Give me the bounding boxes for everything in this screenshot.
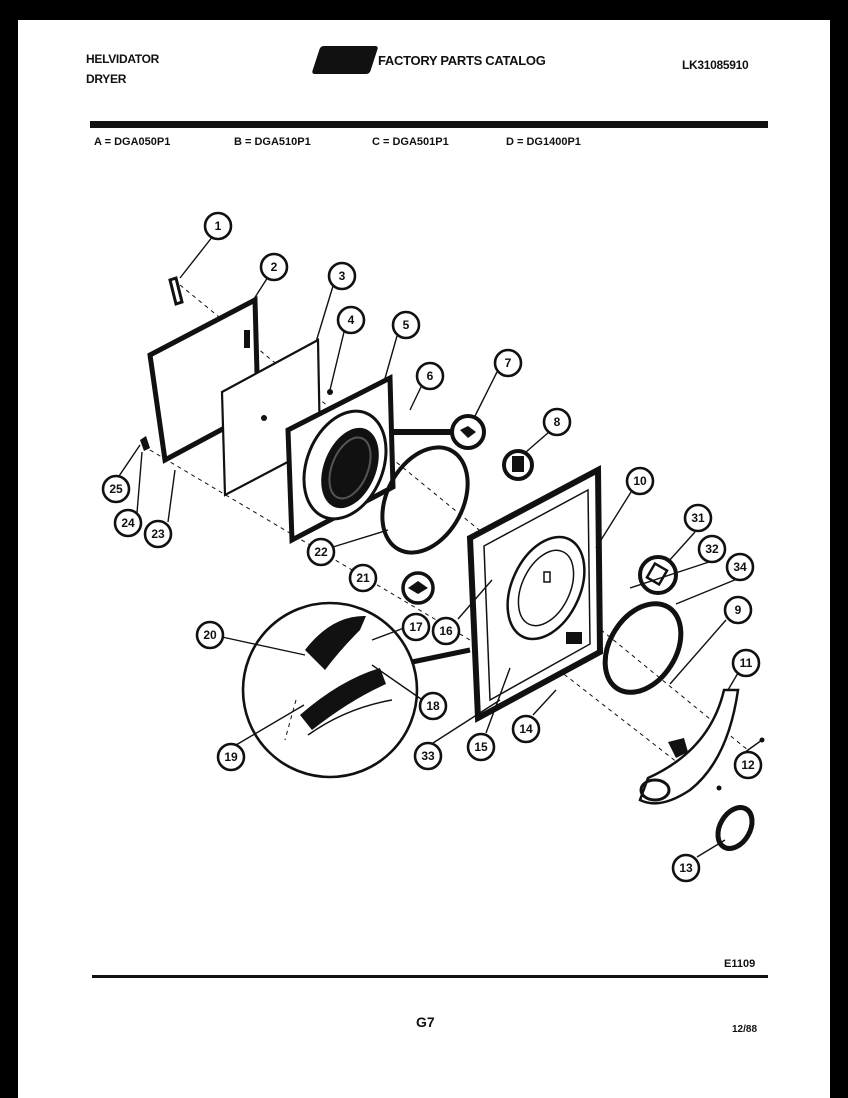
part-front-panel — [285, 373, 396, 545]
callout-16: 16 — [431, 616, 461, 646]
catalog-part-number: LK31085910 — [682, 58, 749, 72]
callout-10: 10 — [625, 466, 655, 496]
callout-8: 8 — [542, 407, 572, 437]
svg-text:22: 22 — [314, 545, 328, 559]
svg-text:10: 10 — [633, 474, 647, 488]
product-type: DRYER — [86, 72, 127, 86]
svg-text:4: 4 — [348, 313, 355, 327]
svg-text:17: 17 — [409, 620, 423, 634]
part-cabinet-front-frame — [466, 465, 604, 723]
svg-text:9: 9 — [735, 603, 742, 617]
model-d-label: D = DG1400P1 — [506, 136, 581, 148]
callout-17: 17 — [401, 612, 431, 642]
callout-12: 12 — [733, 750, 763, 780]
callout-13: 13 — [671, 853, 701, 883]
svg-text:25: 25 — [109, 482, 123, 496]
part-switch-8 — [502, 449, 534, 481]
svg-text:32: 32 — [705, 542, 719, 556]
callout-34: 34 — [725, 552, 755, 582]
callout-25: 25 — [101, 474, 131, 504]
brand-name: HELVIDATOR — [86, 52, 160, 66]
svg-text:2: 2 — [271, 260, 278, 274]
part-lower-bracket — [638, 688, 765, 805]
part-drum-seal-ring — [602, 601, 684, 695]
callout-31: 31 — [683, 503, 713, 533]
callout-20: 20 — [195, 620, 225, 650]
catalog-page — [18, 20, 830, 1098]
leader-lines — [116, 235, 763, 858]
callout-5: 5 — [391, 310, 421, 340]
svg-text:20: 20 — [203, 628, 217, 642]
part-switch-7 — [392, 414, 486, 450]
svg-text:14: 14 — [519, 722, 533, 736]
callout-19: 19 — [216, 742, 246, 772]
svg-text:11: 11 — [740, 656, 753, 670]
callout-22: 22 — [306, 537, 336, 567]
header-rule — [90, 121, 768, 128]
svg-text:8: 8 — [554, 415, 561, 429]
svg-text:31: 31 — [691, 511, 705, 525]
svg-text:23: 23 — [151, 527, 165, 541]
svg-text:16: 16 — [439, 624, 453, 638]
svg-text:1: 1 — [215, 219, 222, 233]
part-bushing — [715, 805, 755, 851]
svg-text:7: 7 — [505, 356, 512, 370]
revision-date: 12/88 — [732, 1024, 758, 1035]
part-cam-21 — [401, 571, 435, 605]
model-b-label: B = DGA510P1 — [234, 136, 311, 148]
model-a-label: A = DGA050P1 — [94, 136, 171, 148]
callout-33: 33 — [413, 741, 443, 771]
callout-11: 11 — [731, 648, 761, 678]
callout-18: 18 — [418, 691, 448, 721]
svg-text:6: 6 — [427, 369, 434, 383]
page-number: G7 — [416, 1014, 435, 1030]
part-clip-1 — [168, 276, 184, 306]
svg-text:34: 34 — [733, 560, 747, 574]
callout-4: 4 — [336, 305, 366, 335]
callout-15: 15 — [466, 732, 496, 762]
svg-text:33: 33 — [421, 749, 435, 763]
catalog-title: FACTORY PARTS CATALOG — [378, 53, 546, 68]
callout-21: 21 — [348, 563, 378, 593]
svg-text:18: 18 — [426, 699, 440, 713]
callout-32: 32 — [697, 534, 727, 564]
callout-2: 2 — [259, 252, 289, 282]
svg-text:5: 5 — [403, 318, 410, 332]
footer-rule — [92, 975, 768, 978]
svg-text:12: 12 — [741, 758, 755, 772]
svg-text:24: 24 — [121, 516, 135, 530]
callout-7: 7 — [493, 348, 523, 378]
callout-9: 9 — [723, 595, 753, 625]
callout-1: 1 — [203, 211, 233, 241]
callout-23: 23 — [143, 519, 173, 549]
svg-text:19: 19 — [224, 750, 238, 764]
svg-text:21: 21 — [356, 571, 370, 585]
detail-inset-circle — [241, 601, 471, 779]
part-door-gasket-ring — [380, 445, 470, 555]
callout-3: 3 — [327, 261, 357, 291]
model-c-label: C = DGA501P1 — [372, 136, 449, 148]
callout-24: 24 — [113, 508, 143, 538]
svg-text:13: 13 — [679, 861, 693, 875]
diagram-code: E1109 — [724, 958, 756, 970]
svg-text:15: 15 — [474, 740, 488, 754]
callout-6: 6 — [415, 361, 445, 391]
svg-text:3: 3 — [339, 269, 346, 283]
callout-14: 14 — [511, 714, 541, 744]
